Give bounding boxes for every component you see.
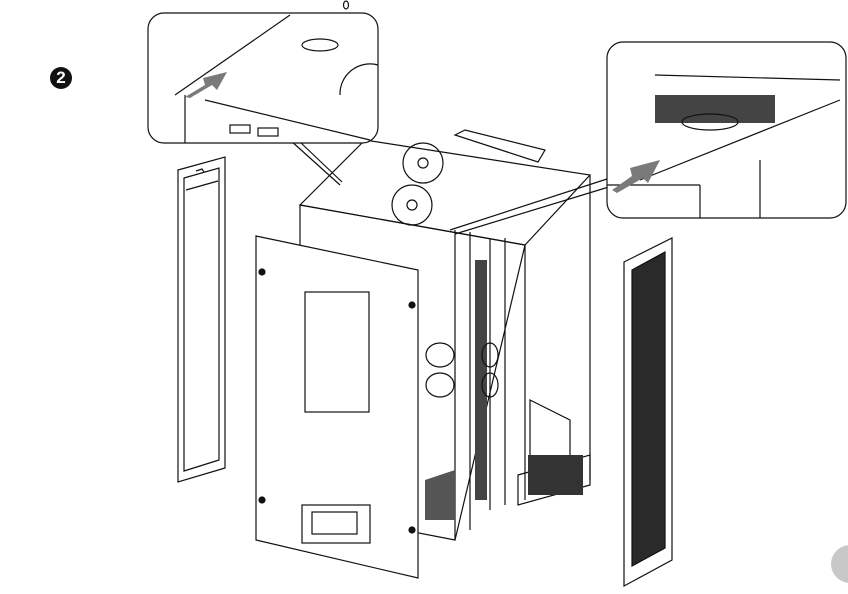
left-side-panel <box>177 156 226 483</box>
fan-icon <box>402 142 444 184</box>
step-number-badge: 2 <box>50 67 72 89</box>
detail-inset-left <box>147 12 379 186</box>
front-door-panel <box>255 235 419 579</box>
detail-inset-right <box>449 41 847 235</box>
fan-icon <box>391 184 433 226</box>
arrow-icon <box>185 72 227 98</box>
arrow-icon <box>612 160 660 193</box>
screw-icon <box>342 0 350 10</box>
page-badge <box>831 545 848 583</box>
case-body <box>298 129 592 541</box>
right-mesh-panel <box>623 237 673 588</box>
